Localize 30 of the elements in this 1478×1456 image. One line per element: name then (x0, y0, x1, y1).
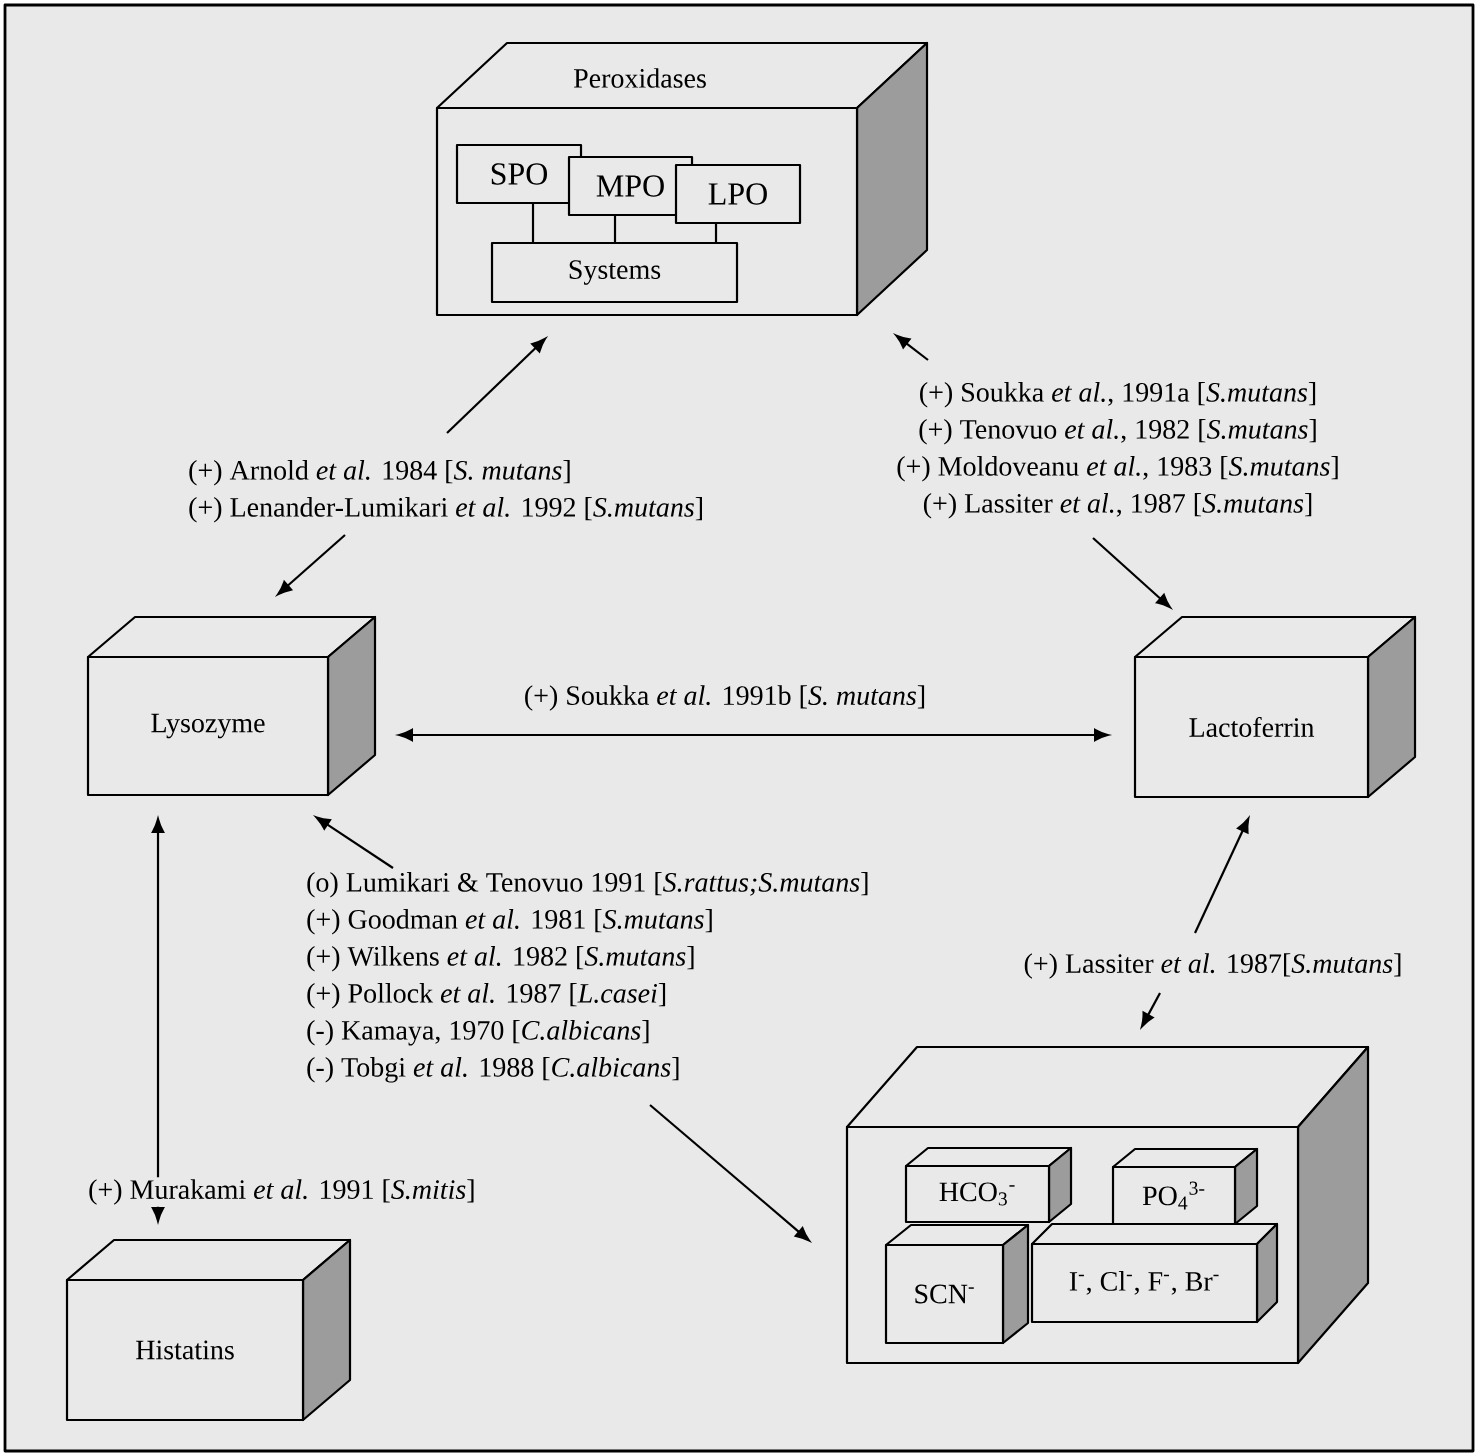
citation-text: (+) Lassiter et al. 1987[S.mutans] (1024, 953, 1401, 979)
arrow (398, 728, 1109, 742)
connector-line (531, 203, 535, 243)
label-box: SPO (455, 143, 583, 205)
edge-label: (+) Murakami et al. 1991 [S.mitis] (86, 1177, 478, 1207)
arrow (446, 337, 546, 434)
cube-box: I$^{-}$, Cl$^{-}$, F$^{-}$, Br$^{-}$ (1030, 1222, 1279, 1324)
arrow (315, 816, 394, 869)
arrow (895, 334, 929, 361)
connector-line (714, 223, 718, 243)
arrow (1092, 537, 1171, 609)
edge-label: (+) Soukka et al. 1991b [S. mutans] (521, 683, 929, 713)
cube-box: PO$_{4}$3- (1111, 1147, 1259, 1226)
arrow (277, 534, 346, 596)
label-box: Systems (490, 241, 739, 304)
cube-box: Lysozyme (86, 615, 377, 797)
arrow (1141, 992, 1161, 1028)
connector-line (613, 215, 617, 243)
citation-text: (+) Arnold et al. 1984 [S. mutans] (+) Lenander-Lumikari et al. 1992 [S.mutans] (189, 460, 702, 523)
arrow (151, 818, 165, 1222)
citation-text: (o) Lumikari & Tenovuo 1991 [S.rattus;S.mutans] (+) Goodman et al. 1981 [S.mutans] (+) Wilkens et al. 1982 [S.mutans] (+) Pollock et al. 1987 [L.casei] (-) Kamaya, 1970 [C.albicans] (-) Tobgi et al. 1988 [C.albicans] (307, 872, 868, 1083)
citation-text: (+) Soukka et al., 1991a [S.mutans] (+) Tenovuo et al., 1982 [S.mutans] (+) Moldoveanu et al., 1983 [S.mutans] (+) Lassiter et al., 1987 [S.mutans] (897, 382, 1338, 519)
cube-box: Histatins (65, 1238, 352, 1422)
cube-box: HCO$_{3}$- (904, 1146, 1073, 1224)
cube-box: Lactoferrin (1133, 615, 1417, 799)
cube-box: SCN$^{-}$ (884, 1223, 1030, 1345)
node-label: Peroxidases (573, 68, 706, 88)
arrow (1194, 817, 1250, 934)
label-box: LPO (674, 163, 802, 225)
arrow (649, 1104, 810, 1242)
